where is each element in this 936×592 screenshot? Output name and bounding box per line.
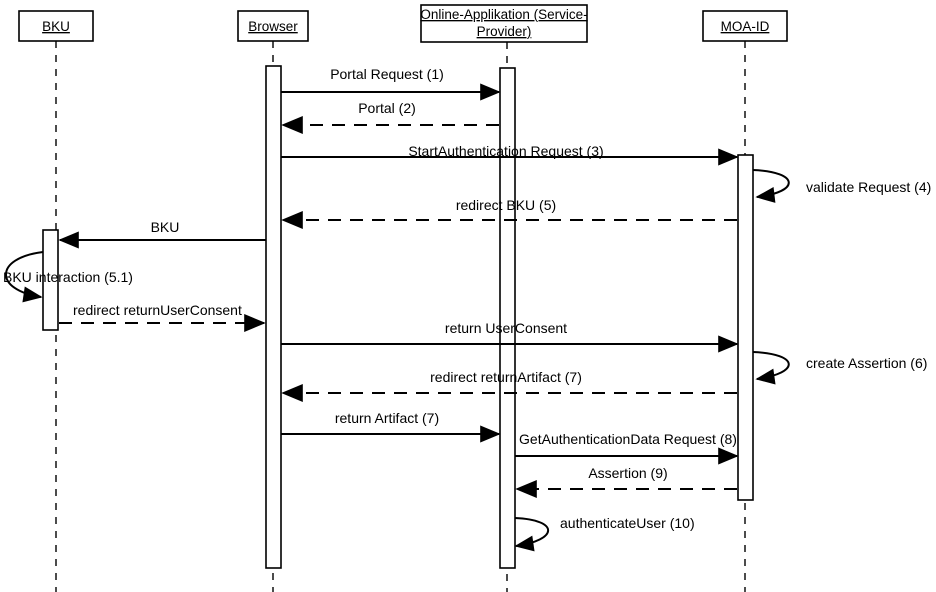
lifeline-label-browser: Browser	[248, 19, 298, 34]
lifeline-label-bku: BKU	[42, 19, 70, 34]
message-label-redirect-bku: redirect BKU (5)	[456, 197, 556, 213]
message-arrows	[5, 83, 790, 552]
message-arrow-authenticateuser-self	[514, 517, 549, 552]
message-label-return-artifact: return Artifact (7)	[335, 410, 439, 426]
activation-bar-online-applikation	[499, 67, 516, 569]
lifeline-head-browser[interactable]: Browser	[237, 10, 309, 42]
activation-bars	[42, 65, 754, 569]
message-label-startauthentication-request: StartAuthentication Request (3)	[408, 143, 603, 159]
lifeline-label-online-applikation-line1: Online-Applikation (Service-	[420, 7, 587, 22]
message-label-bku: BKU	[151, 219, 180, 235]
lifeline-label-online-applikation-line2: Provider)	[477, 24, 532, 39]
message-label-bku-interaction: BKU interaction (5.1)	[3, 269, 133, 285]
lifeline-box-moa-id[interactable]	[702, 10, 788, 42]
message-label-validate-request: validate Request (4)	[806, 179, 931, 195]
message-label-getauthenticationdata-request: GetAuthenticationData Request (8)	[519, 431, 737, 447]
lifeline-head-bku[interactable]: BKU	[18, 10, 94, 42]
message-arrow-bku-interaction-self	[5, 251, 44, 303]
message-arrow-create-assertion-self	[752, 351, 790, 385]
message-label-return-userconsent: return UserConsent	[445, 320, 567, 336]
message-label-portal: Portal (2)	[358, 100, 416, 116]
message-label-redirect-returnartifact: redirect returnArtifact (7)	[430, 369, 582, 385]
lifeline-head-online-applikation[interactable]: Online-Applikation (Service- Provider)	[420, 4, 588, 43]
lifeline-box-online-applikation[interactable]	[420, 4, 588, 43]
activation-bar-moa-id	[737, 154, 754, 501]
lifeline-label-moa-id: MOA-ID	[721, 19, 770, 34]
message-label-redirect-returnuserconsent: redirect returnUserConsent	[73, 302, 242, 318]
lifeline-head-moa-id[interactable]: MOA-ID	[702, 10, 788, 42]
lifeline-heads: BKU Browser Online-Applikation (Service-…	[18, 4, 788, 43]
message-arrow-validate-request-self	[752, 169, 790, 203]
activation-bar-bku	[42, 229, 59, 331]
message-labels: Portal Request (1) Portal (2) StartAuthe…	[3, 66, 931, 531]
activation-bar-browser	[265, 65, 282, 569]
lifeline-box-browser[interactable]	[237, 10, 309, 42]
message-label-portal-request: Portal Request (1)	[330, 66, 444, 82]
message-label-assertion: Assertion (9)	[588, 465, 667, 481]
lifeline-box-bku[interactable]	[18, 10, 94, 42]
message-label-authenticateuser: authenticateUser (10)	[560, 515, 695, 531]
message-label-create-assertion: create Assertion (6)	[806, 355, 927, 371]
